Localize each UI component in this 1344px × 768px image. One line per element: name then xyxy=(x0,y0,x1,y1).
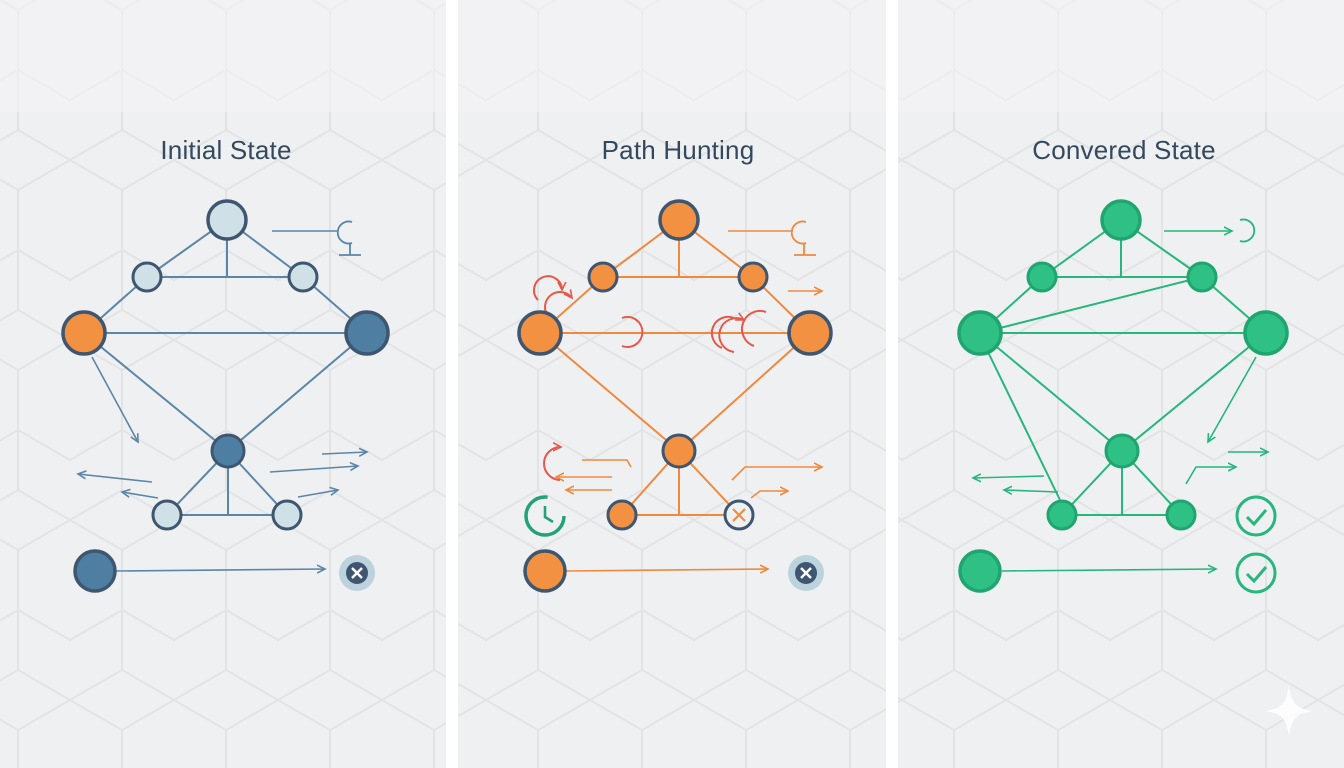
check-icon xyxy=(1235,495,1277,537)
network-nodes xyxy=(957,199,1289,593)
path-hunting-network xyxy=(517,199,833,593)
router-node xyxy=(1104,433,1140,469)
router-node xyxy=(1046,499,1078,531)
router-node xyxy=(1026,261,1058,293)
source-node xyxy=(958,549,1002,593)
panel-title-hunting: Path Hunting xyxy=(601,135,755,165)
router-node xyxy=(658,199,700,241)
failure-x-icon xyxy=(339,555,375,591)
router-node xyxy=(206,199,248,241)
router-node xyxy=(131,261,163,293)
retry-loop-icons xyxy=(533,275,767,481)
router-node xyxy=(344,310,390,356)
converged-state-network xyxy=(957,199,1289,594)
network-edges xyxy=(979,219,1267,516)
router-node xyxy=(957,310,1003,356)
router-node xyxy=(737,261,769,293)
check-icon xyxy=(1235,552,1277,594)
receiver-icon xyxy=(790,220,816,256)
panel-divider xyxy=(886,0,898,768)
router-node xyxy=(61,310,107,356)
router-node xyxy=(151,499,183,531)
panel-title-converged: Convered State xyxy=(1032,135,1216,165)
router-node xyxy=(287,261,319,293)
timer-icon xyxy=(524,495,566,537)
panel-title-initial: Initial State xyxy=(160,135,292,165)
sparkle-icon xyxy=(1266,686,1312,736)
router-node xyxy=(210,433,246,469)
router-node xyxy=(787,310,833,356)
panel-divider xyxy=(446,0,458,768)
router-node xyxy=(517,310,563,356)
router-node xyxy=(1243,310,1289,356)
network-nodes xyxy=(61,199,390,593)
source-node xyxy=(73,549,117,593)
route-arrows xyxy=(556,230,822,571)
failure-x-icon xyxy=(788,555,824,591)
network-edges xyxy=(83,219,368,516)
route-arrows xyxy=(78,230,367,571)
source-node xyxy=(523,549,567,593)
initial-state-network xyxy=(61,199,390,593)
router-node xyxy=(271,499,303,531)
router-node xyxy=(587,261,619,293)
network-nodes xyxy=(517,199,833,593)
receiver-icon xyxy=(1239,218,1256,243)
route-arrows xyxy=(973,231,1268,571)
router-node xyxy=(661,433,697,469)
network-edges xyxy=(539,219,811,516)
router-node xyxy=(1100,199,1142,241)
receiver-icon xyxy=(336,220,361,256)
router-node xyxy=(606,499,638,531)
router-node xyxy=(1165,499,1197,531)
router-node xyxy=(1186,261,1218,293)
